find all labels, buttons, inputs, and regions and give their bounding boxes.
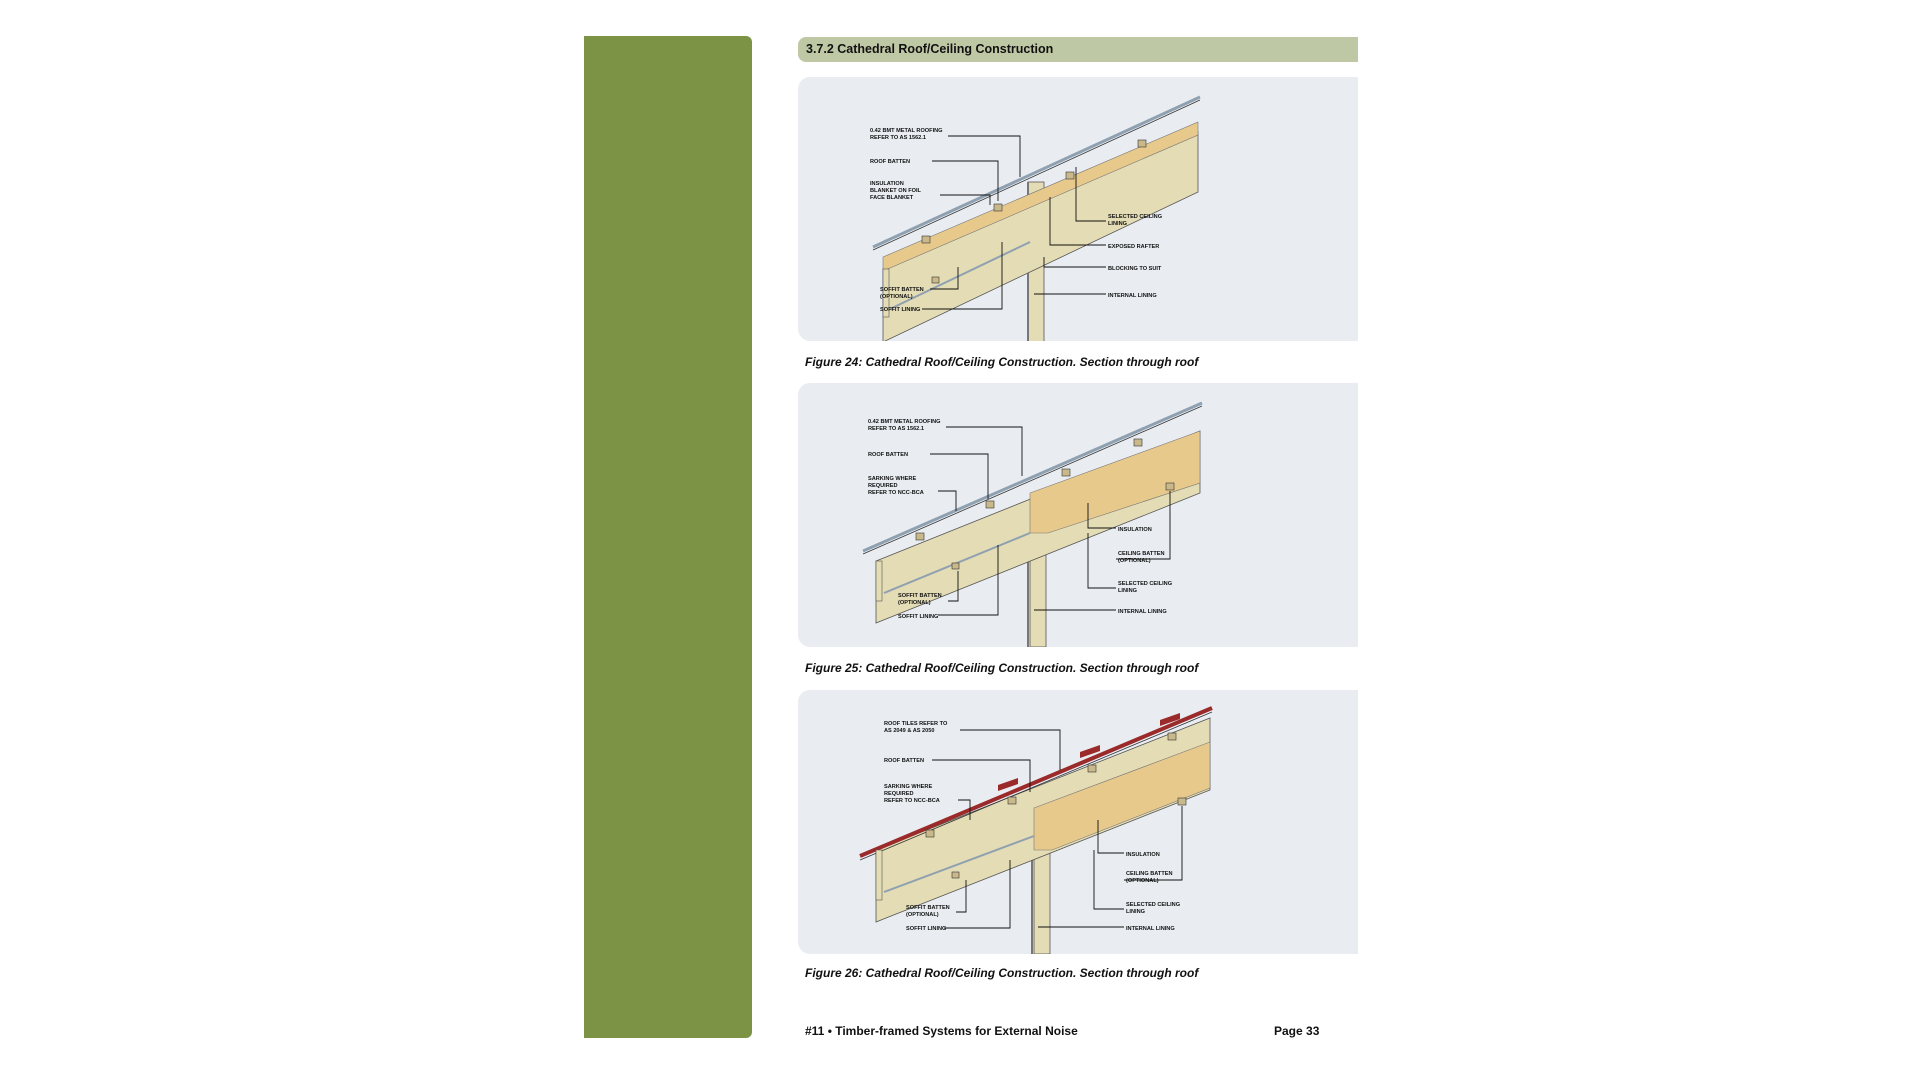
label-insulation-3: FACE BLANKET <box>870 195 914 201</box>
soffit-lining-line <box>883 835 1035 893</box>
label-insulation: INSULATION <box>1126 852 1160 858</box>
page-number: Page 33 <box>1274 1024 1320 1038</box>
label-soffit-lining: SOFFIT LINING <box>880 307 920 313</box>
label-ceiling-lining-2: LINING <box>1126 909 1145 915</box>
label-roofing-ref: REFER TO AS 1562.1 <box>868 426 924 432</box>
label-internal-lining: INTERNAL LINING <box>1108 293 1157 299</box>
label-soffit-batten: SOFFIT BATTEN <box>880 287 924 293</box>
figure-24-drawing: 0.42 BMT METAL ROOFING REFER TO AS 1562.… <box>870 95 1201 341</box>
label-soffit-batten: SOFFIT BATTEN <box>898 593 942 599</box>
label-insulation: INSULATION <box>870 181 904 187</box>
label-sarking-2: REQUIRED <box>884 791 914 797</box>
label-soffit-batten-2: (OPTIONAL) <box>880 294 913 300</box>
label-roof-batten: ROOF BATTEN <box>870 159 910 165</box>
roof-batten <box>1133 438 1143 447</box>
soffit-lining-line <box>889 241 1031 310</box>
label-ceiling-batten-2: (OPTIONAL) <box>1118 558 1151 564</box>
figure-25-caption: Figure 25: Cathedral Roof/Ceiling Constr… <box>805 661 1199 675</box>
figure-25-drawing: 0.42 BMT METAL ROOFING REFER TO AS 1562.… <box>862 401 1203 647</box>
figure-25-panel: 0.42 BMT METAL ROOFING REFER TO AS 1562.… <box>798 383 1358 647</box>
soffit-batten <box>951 562 960 570</box>
label-internal-lining: INTERNAL LINING <box>1126 926 1175 932</box>
label-roofing-ref: REFER TO AS 1562.1 <box>870 135 926 141</box>
label-roof-batten: ROOF BATTEN <box>868 452 908 458</box>
label-roof-tiles: ROOF TILES REFER TO <box>884 721 948 727</box>
roof-tiles <box>859 706 1213 858</box>
tile-lap <box>1080 745 1100 758</box>
label-sarking-3: REFER TO NCC-BCA <box>884 798 940 804</box>
section-header: 3.7.2 Cathedral Roof/Ceiling Constructio… <box>798 37 1358 62</box>
roof-batten <box>1167 732 1177 741</box>
roof-batten <box>1137 139 1147 148</box>
soffit-batten <box>951 871 960 879</box>
figure-26-caption: Figure 26: Cathedral Roof/Ceiling Constr… <box>805 966 1199 980</box>
figure-24-caption: Figure 24: Cathedral Roof/Ceiling Constr… <box>805 355 1199 369</box>
label-sarking: SARKING WHERE <box>868 476 916 482</box>
metal-roofing <box>872 95 1201 249</box>
label-ceiling-lining-2: LINING <box>1118 588 1137 594</box>
label-soffit-lining: SOFFIT LINING <box>898 614 938 620</box>
label-sarking-3: REFER TO NCC-BCA <box>868 490 924 496</box>
roof-batten <box>921 235 931 244</box>
label-internal-lining: INTERNAL LINING <box>1118 609 1167 615</box>
ceiling-batten <box>1165 482 1175 491</box>
figure-26-panel: ROOF TILES REFER TO AS 2049 & AS 2050 RO… <box>798 690 1358 954</box>
wall-stud <box>1033 849 1051 954</box>
figure-26-drawing: ROOF TILES REFER TO AS 2049 & AS 2050 RO… <box>859 706 1213 954</box>
label-sarking: SARKING WHERE <box>884 784 932 790</box>
label-ceiling-batten: CEILING BATTEN <box>1126 871 1173 877</box>
fascia <box>875 849 883 901</box>
label-soffit-batten-2: (OPTIONAL) <box>906 912 939 918</box>
label-ceiling-lining-2: LINING <box>1108 221 1127 227</box>
label-ceiling-lining: SELECTED CEILING <box>1118 581 1172 587</box>
label-ceiling-batten-2: (OPTIONAL) <box>1126 878 1159 884</box>
tile-lap <box>998 778 1018 791</box>
label-ceiling-lining: SELECTED CEILING <box>1108 214 1162 220</box>
fascia <box>882 268 890 318</box>
label-exposed-rafter: EXPOSED RAFTER <box>1108 244 1159 250</box>
fascia <box>875 560 883 602</box>
label-sarking-2: REQUIRED <box>868 483 898 489</box>
roof-batten <box>1007 796 1017 805</box>
label-soffit-batten: SOFFIT BATTEN <box>906 905 950 911</box>
tile-lap <box>1160 713 1180 726</box>
roof-batten <box>1061 468 1071 477</box>
footer-title: #11 • Timber-framed Systems for External… <box>805 1024 1078 1038</box>
insulation-batt <box>1029 430 1201 534</box>
label-ceiling-lining: SELECTED CEILING <box>1126 902 1180 908</box>
figure-24-panel: 0.42 BMT METAL ROOFING REFER TO AS 1562.… <box>798 77 1358 341</box>
label-soffit-lining: SOFFIT LINING <box>906 926 946 932</box>
roof-batten <box>1065 171 1075 180</box>
label-roof-batten: ROOF BATTEN <box>884 758 924 764</box>
label-blocking: BLOCKING TO SUIT <box>1108 266 1162 272</box>
roof-batten <box>985 500 995 509</box>
roof-batten <box>993 203 1003 212</box>
insulation-batt <box>1033 741 1211 851</box>
ceiling-batten <box>1177 797 1187 806</box>
insulation-blanket <box>882 121 1199 272</box>
label-ceiling-batten: CEILING BATTEN <box>1118 551 1165 557</box>
label-soffit-batten-2: (OPTIONAL) <box>898 600 931 606</box>
label-roof-tiles-ref: AS 2049 & AS 2050 <box>884 728 934 734</box>
roof-batten <box>1087 764 1097 773</box>
label-roofing: 0.42 BMT METAL ROOFING <box>870 128 943 134</box>
roof-batten <box>925 829 935 838</box>
label-insulation-2: BLANKET ON FOIL <box>870 188 922 194</box>
metal-roofing <box>862 401 1203 553</box>
label-insulation: INSULATION <box>1118 527 1152 533</box>
label-roofing: 0.42 BMT METAL ROOFING <box>868 419 941 425</box>
section-title: 3.7.2 Cathedral Roof/Ceiling Constructio… <box>806 42 1054 56</box>
soffit-batten <box>931 276 940 284</box>
sidebar-band <box>584 36 752 1038</box>
roof-batten <box>915 532 925 541</box>
